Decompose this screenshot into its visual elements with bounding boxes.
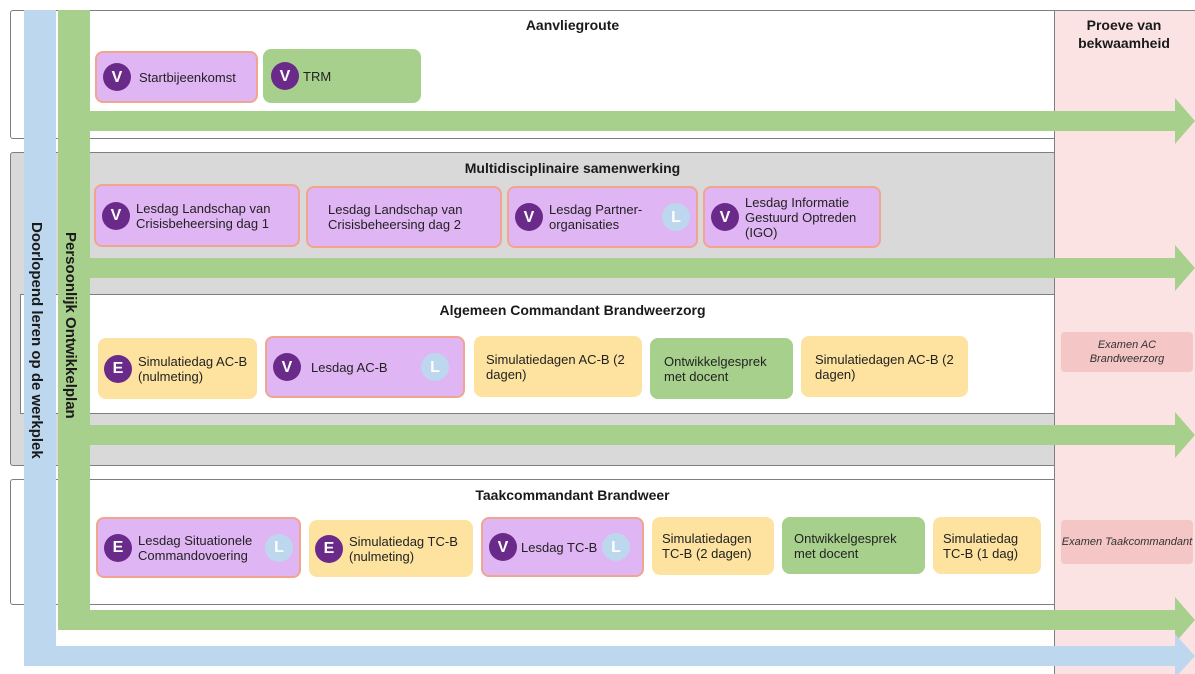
arrow-blue-bottom [24, 634, 1195, 674]
item-simulatiedagen-tcb[interactable]: Simulatiedagen TC-B (2 dagen) [652, 517, 774, 575]
item-lesdag-landschap-1[interactable]: V Lesdag Landschap van Crisisbeheersing … [94, 184, 300, 247]
badge-v-icon: V [102, 201, 130, 230]
item-simulatiedagen-acb-1[interactable]: Simulatiedagen AC-B (2 dagen) [474, 336, 642, 397]
badge-e-icon: E [315, 534, 343, 563]
item-label: Lesdag Informatie Gestuurd Optreden (IGO… [745, 194, 857, 240]
badge-v-icon: V [103, 63, 131, 91]
item-label: Lesdag Landschap van Crisisbeheersing da… [136, 200, 271, 231]
vertical-label-inner: Persoonlijk Ontwikkelplan [62, 232, 79, 419]
badge-v-icon: V [489, 533, 517, 561]
item-lesdag-tcb[interactable]: V Lesdag TC-B L [481, 517, 644, 577]
badge-e-icon: E [104, 533, 132, 562]
item-label: Ontwikkelgesprek met docent [794, 530, 897, 561]
badge-l-icon: L [602, 533, 630, 561]
arrow-tcb [60, 597, 1195, 643]
vertical-bar-outer [24, 10, 56, 666]
badge-l-icon: L [662, 203, 690, 231]
item-simulatiedag-tcb-nulmeting[interactable]: E Simulatiedag TC-B (nulmeting) [309, 520, 473, 577]
vertical-label-outer: Doorlopend leren op de werkplek [28, 222, 45, 459]
item-label: Lesdag TC-B [521, 539, 598, 555]
item-label: Simulatiedagen AC-B (2 dagen) [486, 351, 625, 382]
item-label: Lesdag Landschap van Crisisbeheersing da… [328, 202, 463, 232]
badge-l-icon: L [421, 353, 449, 381]
item-label: Lesdag Situationele Commandovoering [138, 532, 253, 563]
exam-tcb: Examen Taakcommandant [1061, 520, 1193, 564]
item-label: Startbijeenkomst [139, 69, 236, 85]
item-label: Simulatiedag AC-B (nulmeting) [138, 353, 248, 384]
item-label: TRM [303, 68, 332, 84]
vertical-bar-inner [58, 10, 90, 630]
badge-v-icon: V [711, 203, 739, 231]
arrow-multi [60, 245, 1195, 291]
item-lesdag-igo[interactable]: V Lesdag Informatie Gestuurd Optreden (I… [703, 186, 881, 248]
item-simulatiedag-tcb-1dag[interactable]: Simulatiedag TC-B (1 dag) [933, 517, 1041, 574]
arrow-aanvlieg [60, 98, 1195, 144]
item-simulatiedag-acb-nulmeting[interactable]: E Simulatiedag AC-B (nulmeting) [98, 338, 257, 399]
proeve-title: Proeve van bekwaamheid [1078, 17, 1170, 51]
item-ontwikkelgesprek-tcb[interactable]: Ontwikkelgesprek met docent [782, 517, 925, 574]
arrow-acb [60, 412, 1195, 458]
item-label: Simulatiedagen TC-B (2 dagen) [662, 531, 752, 561]
badge-v-icon: V [271, 62, 299, 90]
section-title-aanvlieg: Aanvliegroute [525, 17, 620, 33]
item-label: Lesdag Partner-organisaties [549, 202, 643, 232]
item-label: Simulatiedag TC-B (1 dag) [943, 530, 1019, 561]
item-trm[interactable]: V TRM [263, 49, 421, 103]
item-simulatiedagen-acb-2[interactable]: Simulatiedagen AC-B (2 dagen) [801, 336, 968, 397]
item-label: Simulatiedagen AC-B (2 dagen) [815, 351, 954, 382]
item-label: Ontwikkelgesprek met docent [664, 353, 767, 384]
item-lesdag-acb[interactable]: V Lesdag AC-B L [265, 336, 465, 398]
item-lesdag-partner[interactable]: V Lesdag Partner-organisaties L [507, 186, 698, 248]
exam-acb: Examen AC Brandweerzorg [1061, 332, 1193, 372]
item-startbijeenkomst[interactable]: V Startbijeenkomst [95, 51, 258, 103]
item-label: Simulatiedag TC-B (nulmeting) [349, 533, 458, 564]
section-title-multi: Multidisciplinaire samenwerking [464, 160, 681, 176]
badge-l-icon: L [265, 533, 293, 562]
section-title-tcb: Taakcommandant Brandweer [475, 487, 670, 503]
section-title-acb: Algemeen Commandant Brandweerzorg [439, 302, 706, 318]
item-ontwikkelgesprek-acb[interactable]: Ontwikkelgesprek met docent [650, 338, 793, 399]
badge-e-icon: E [104, 354, 132, 383]
item-lesdag-situationele[interactable]: E Lesdag Situationele Commandovoering L [96, 517, 301, 578]
badge-v-icon: V [273, 353, 301, 381]
badge-v-icon: V [515, 203, 543, 231]
item-label: Lesdag AC-B [311, 359, 388, 375]
item-lesdag-landschap-2[interactable]: Lesdag Landschap van Crisisbeheersing da… [306, 186, 502, 248]
